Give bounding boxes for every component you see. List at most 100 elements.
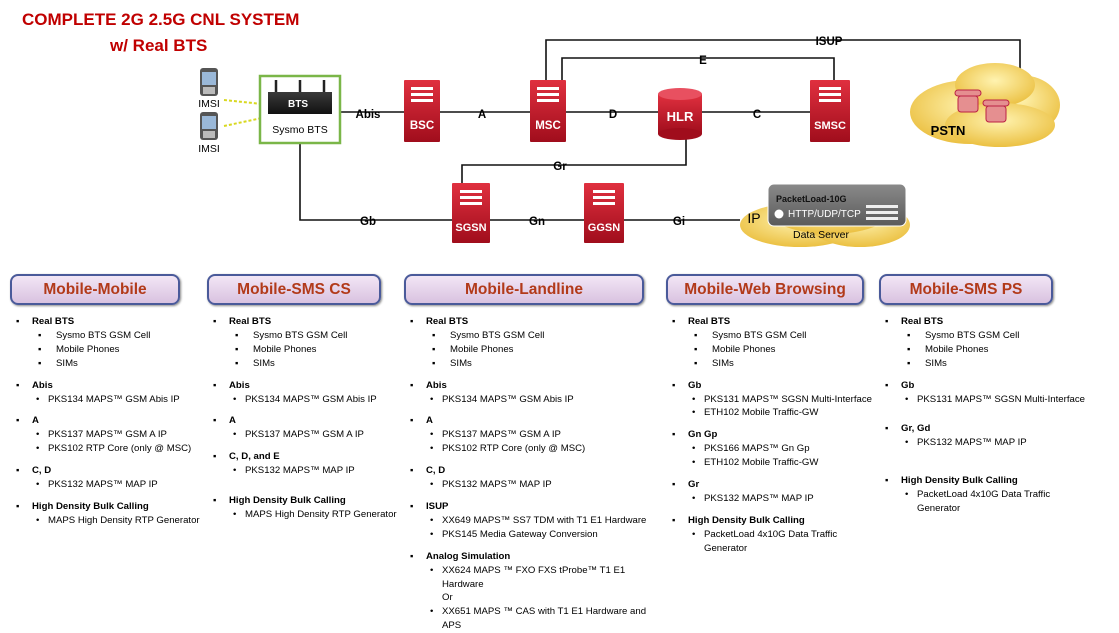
- spacer: [10, 456, 215, 464]
- bsc-node: BSC: [404, 80, 440, 142]
- spacer: [404, 371, 666, 379]
- link-label-e: E: [699, 55, 707, 67]
- list-item: Mobile Phones: [879, 343, 1117, 357]
- link-label-a: A: [478, 109, 486, 121]
- spacer: [207, 371, 405, 379]
- column-header: Mobile-SMS CS: [207, 274, 381, 305]
- list-item: SIMs: [207, 357, 405, 371]
- spacer: [207, 486, 405, 494]
- column-header: Mobile-Web Browsing: [666, 274, 864, 305]
- section-heading: C, D, and E: [207, 450, 405, 464]
- link-label-gr: Gr: [553, 161, 567, 173]
- list-item: PKS137 MAPS™ GSM A IP: [207, 428, 405, 442]
- list-item: PKS132 MAPS™ MAP IP: [207, 464, 405, 478]
- spacer: [666, 420, 880, 428]
- ggsn-label: GGSN: [588, 222, 620, 234]
- column-header-label: Mobile-Mobile: [43, 280, 147, 298]
- sgsn-node: SGSN: [452, 183, 490, 243]
- spacer: [879, 414, 1117, 422]
- list-item: SIMs: [666, 357, 880, 371]
- list-item: XX649 MAPS™ SS7 TDM with T1 E1 Hardware: [404, 514, 666, 528]
- spacer: [10, 492, 215, 500]
- list-item: MAPS High Density RTP Generator: [207, 508, 405, 522]
- section-heading: High Density Bulk Calling: [10, 500, 215, 514]
- list-item: PKS132 MAPS™ MAP IP: [666, 492, 880, 506]
- link-label-abis: Abis: [356, 109, 381, 121]
- spacer: [404, 456, 666, 464]
- spacer: [666, 470, 880, 478]
- section-heading: Abis: [207, 379, 405, 393]
- section-heading: High Density Bulk Calling: [207, 494, 405, 508]
- list-item: PKS132 MAPS™ MAP IP: [879, 436, 1117, 450]
- list-item: Sysmo BTS GSM Cell: [207, 329, 405, 343]
- list-item: PKS131 MAPS™ SGSN Multi-Interface: [879, 393, 1117, 407]
- title-line-2: w/ Real BTS: [110, 36, 208, 55]
- list-item: SIMs: [404, 357, 666, 371]
- spacer: [10, 371, 215, 379]
- link-label-c: C: [753, 109, 761, 121]
- spacer: [879, 450, 1117, 458]
- connection-lines: [299, 39, 1021, 221]
- spacer: [879, 371, 1117, 379]
- bts-device-icon: [268, 80, 332, 114]
- section-heading: Real BTS: [10, 315, 215, 329]
- list-item: PKS134 MAPS™ GSM Abis IP: [207, 393, 405, 407]
- section-heading: Real BTS: [207, 315, 405, 329]
- list-item: MAPS High Density RTP Generator: [10, 514, 215, 528]
- section-heading: A: [404, 414, 666, 428]
- list-item: Or: [442, 592, 453, 604]
- list-item: Sysmo BTS GSM Cell: [10, 329, 215, 343]
- imsi-label: IMSI: [198, 98, 220, 110]
- list-item: PKS134 MAPS™ GSM Abis IP: [404, 393, 666, 407]
- spacer: [879, 458, 1117, 466]
- column-header: Mobile-Mobile: [10, 274, 180, 305]
- hlr-database-icon: HLR: [658, 88, 702, 140]
- spacer: [666, 371, 880, 379]
- spacer: [404, 542, 666, 550]
- list-item: Mobile Phones: [207, 343, 405, 357]
- packetload-device: [767, 183, 907, 227]
- title-line-1: COMPLETE 2G 2.5G CNL SYSTEM: [22, 10, 300, 29]
- list-item: ETH102 Mobile Traffic-GW: [666, 456, 880, 470]
- section-heading: A: [10, 414, 215, 428]
- section-heading: Real BTS: [666, 315, 880, 329]
- spacer: [207, 478, 405, 486]
- list-item: SIMs: [10, 357, 215, 371]
- column-header-label: Mobile-SMS CS: [237, 280, 351, 298]
- section-heading: Real BTS: [404, 315, 666, 329]
- packetload-protocols: HTTP/UDP/TCP: [788, 209, 861, 220]
- list-item: PKS166 MAPS™ Gn Gp: [666, 442, 880, 456]
- section-heading: Gr, Gd: [879, 422, 1117, 436]
- link-label-isup: ISUP: [816, 36, 843, 48]
- sgsn-label: SGSN: [455, 222, 486, 234]
- list-item: PKS137 MAPS™ GSM A IP: [10, 428, 215, 442]
- list-item: Mobile Phones: [10, 343, 215, 357]
- section-heading: Gr: [666, 478, 880, 492]
- spacer: [404, 492, 666, 500]
- list-item: Sysmo BTS GSM Cell: [666, 329, 880, 343]
- section-heading: Gb: [879, 379, 1117, 393]
- mobile-phone-icon: [200, 68, 218, 96]
- list-item: Sysmo BTS GSM Cell: [879, 329, 1117, 343]
- telephone-icon: [954, 89, 982, 113]
- section-heading: Real BTS: [879, 315, 1117, 329]
- pstn-label: PSTN: [931, 123, 966, 138]
- msc-node: MSC: [530, 80, 566, 142]
- ip-label: IP: [747, 210, 760, 226]
- spacer: [207, 442, 405, 450]
- list-item: PKS102 RTP Core (only @ MSC): [404, 442, 666, 456]
- spacer: [404, 406, 666, 414]
- packetload-title: PacketLoad-10G: [776, 194, 847, 204]
- list-item: PKS131 MAPS™ SGSN Multi-Interface: [666, 393, 880, 407]
- bts-caption: Sysmo BTS: [272, 124, 327, 136]
- column-header-label: Mobile-SMS PS: [909, 280, 1023, 298]
- section-heading: Abis: [10, 379, 215, 393]
- list-item: Mobile Phones: [404, 343, 666, 357]
